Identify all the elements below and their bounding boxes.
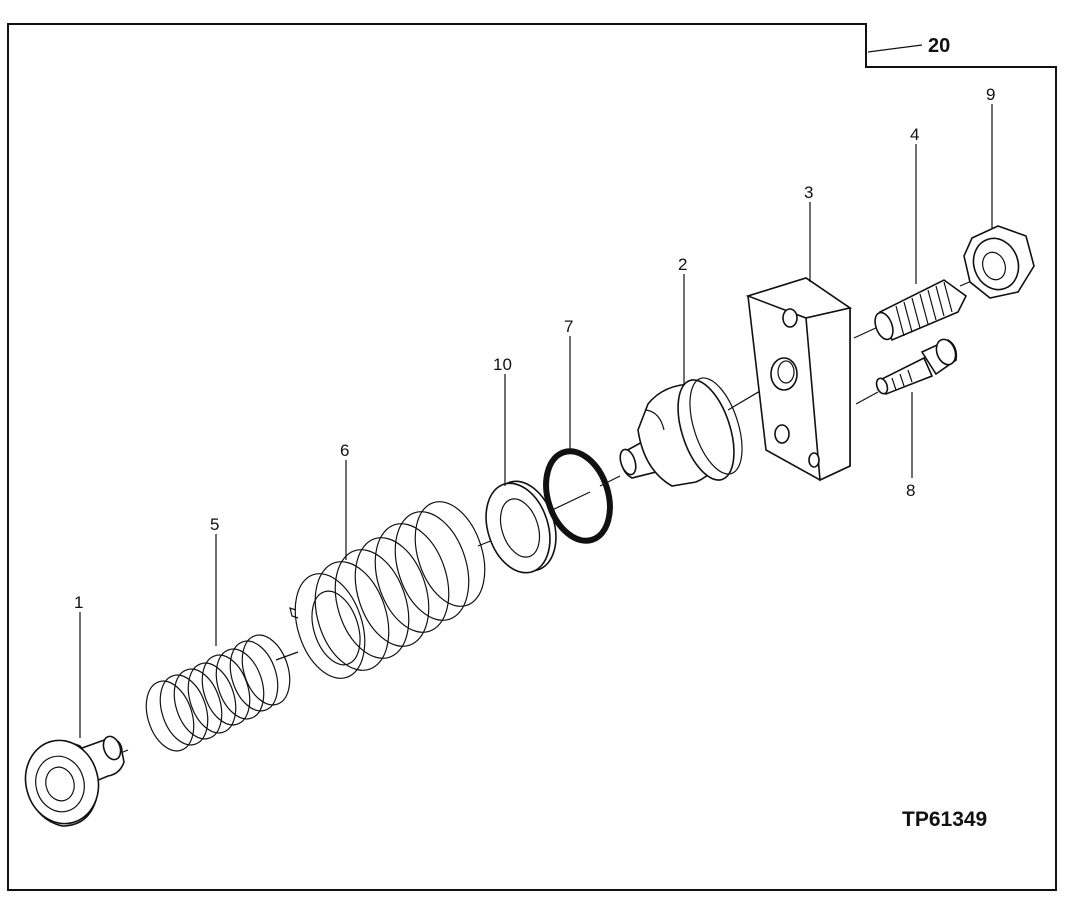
callout-2: 2 (678, 255, 687, 274)
cap-screw-part-8 (875, 338, 958, 396)
washer-part-10 (485, 480, 557, 574)
callout-9: 9 (986, 85, 995, 104)
spring-seat-part-1 (24, 735, 125, 827)
inner-spring-part-5 (145, 634, 291, 752)
page-number: 20 (928, 35, 950, 57)
threaded-stud-part-4 (874, 279, 968, 342)
callout-3: 3 (804, 183, 813, 202)
callout-5: 5 (210, 515, 219, 534)
valve-plunger-part-2 (619, 377, 743, 487)
callout-leaders (79, 104, 993, 738)
callout-10: 10 (493, 355, 512, 374)
page-number-leader (867, 44, 923, 53)
callout-8: 8 (906, 481, 915, 500)
callout-1: 1 (74, 593, 83, 612)
figure-id: TP61349 (902, 808, 987, 831)
mounting-plate-part-3 (745, 277, 852, 482)
callout-7: 7 (564, 317, 573, 336)
hex-nut-part-9 (963, 225, 1035, 299)
callout-4: 4 (910, 125, 919, 144)
callout-numbers: 1 2 3 4 5 6 7 8 9 10 (74, 85, 995, 612)
diagram-frame (7, 23, 1057, 891)
callout-6: 6 (340, 441, 349, 460)
outer-spring-part-6 (289, 501, 486, 679)
o-ring-part-7 (543, 448, 613, 544)
